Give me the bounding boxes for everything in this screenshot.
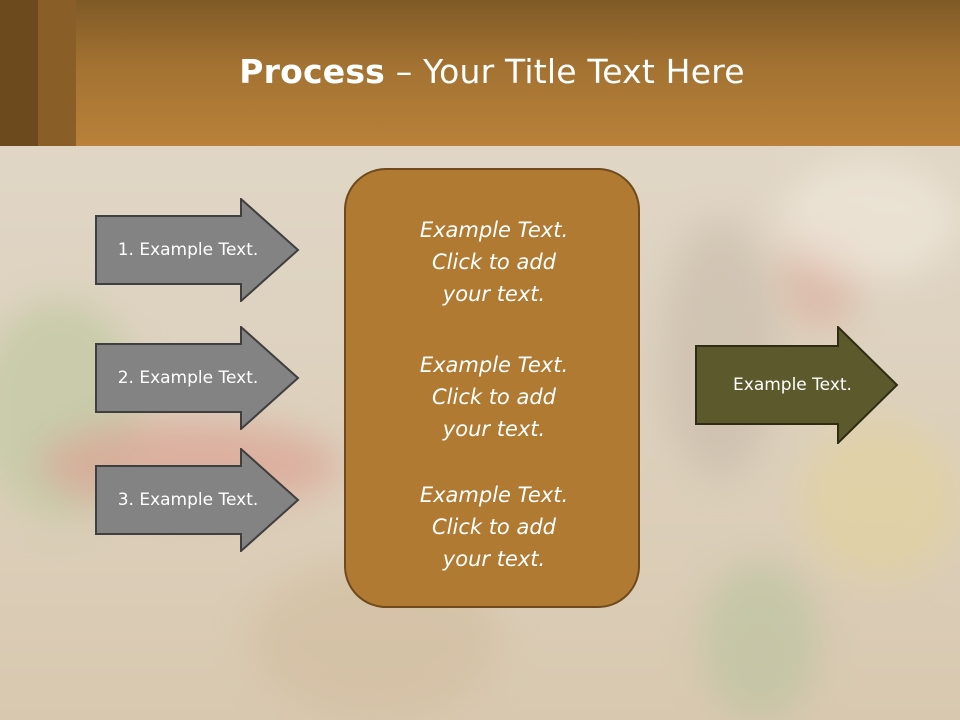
slide-title[interactable]: Process – Your Title Text Here xyxy=(0,52,960,91)
center-block-1-line-3: your text. xyxy=(442,282,546,306)
center-text-block-1: Example Text. Click to add your text. xyxy=(346,214,642,310)
step-arrow-3-shape xyxy=(95,448,300,552)
slide-title-bold: Process xyxy=(239,52,386,91)
output-arrow-label: Example Text. xyxy=(733,375,852,395)
header-accent-strip xyxy=(0,0,38,146)
center-block-3-line-3: your text. xyxy=(442,547,546,571)
center-block-2-line-3: your text. xyxy=(442,417,546,441)
step-arrow-1[interactable]: 1. Example Text. xyxy=(95,198,301,302)
output-arrow[interactable]: Example Text. xyxy=(695,324,900,446)
step-arrow-2[interactable]: 2. Example Text. xyxy=(95,326,301,430)
title-band: Process – Your Title Text Here xyxy=(0,0,960,146)
center-block-1-line-1: Example Text. xyxy=(419,218,569,242)
step-arrow-2-shape xyxy=(95,326,300,430)
step-arrow-1-label: 1. Example Text. xyxy=(117,240,259,260)
center-block-1-line-2: Click to add xyxy=(431,250,556,274)
center-process-box[interactable]: Example Text. Click to add your text. Ex… xyxy=(344,168,640,608)
center-block-3-line-2: Click to add xyxy=(431,515,556,539)
center-block-2-line-2: Click to add xyxy=(431,385,556,409)
header-accent-strip-2 xyxy=(38,0,76,146)
slide-title-rest: – Your Title Text Here xyxy=(385,52,745,91)
step-arrow-3-label: 3. Example Text. xyxy=(117,490,259,510)
step-arrow-3[interactable]: 3. Example Text. xyxy=(95,448,301,552)
step-arrow-2-label: 2. Example Text. xyxy=(117,368,259,388)
center-block-3-line-1: Example Text. xyxy=(419,483,569,507)
center-text-block-2: Example Text. Click to add your text. xyxy=(346,349,642,445)
output-arrow-shape xyxy=(695,324,899,446)
step-arrow-1-shape xyxy=(95,198,300,302)
center-text-block-3: Example Text. Click to add your text. xyxy=(346,479,642,575)
center-block-2-line-1: Example Text. xyxy=(419,353,569,377)
